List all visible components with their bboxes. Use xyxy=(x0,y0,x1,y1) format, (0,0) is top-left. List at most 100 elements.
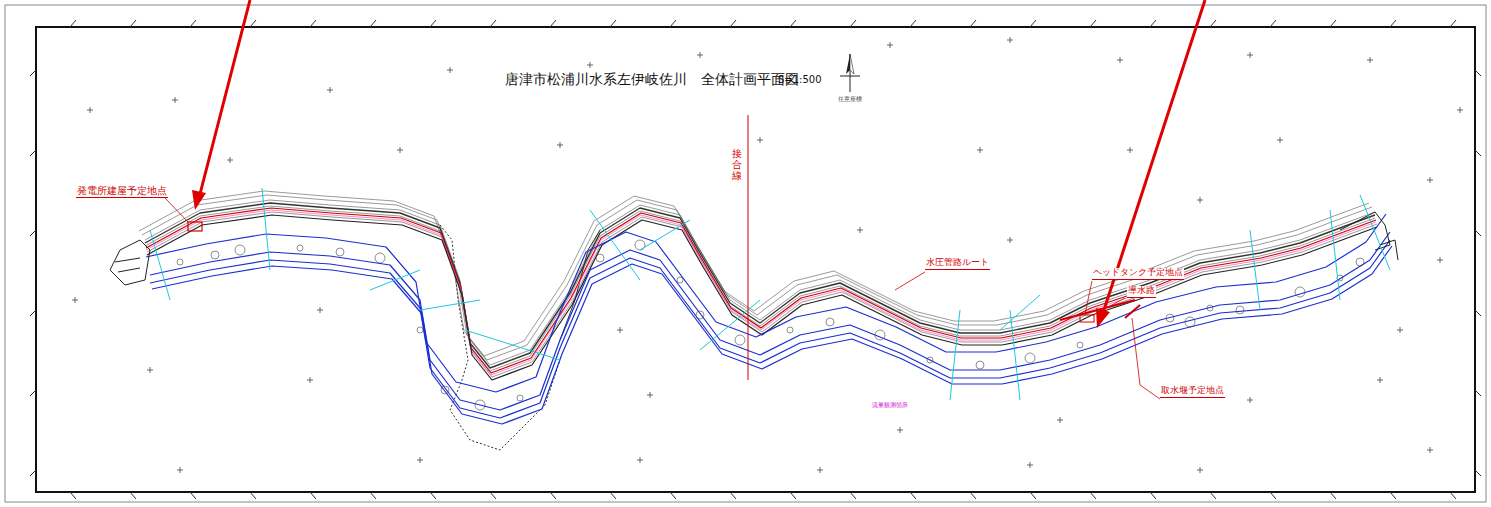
grid-crosses xyxy=(72,37,1463,473)
tick xyxy=(1210,492,1216,499)
drawing-title: 唐津市松浦川水系左伊岐佐川 全体計画平面図 xyxy=(505,72,799,87)
tick xyxy=(370,20,376,27)
tick xyxy=(1475,150,1481,156)
tick xyxy=(70,492,76,499)
scale-label: S=1:500 xyxy=(778,74,822,85)
rock xyxy=(417,327,423,333)
observation-label: 流量観測箇所 xyxy=(872,402,908,409)
tick xyxy=(1090,492,1096,499)
rock xyxy=(1295,287,1305,297)
tick xyxy=(790,492,796,499)
site-label: ヘッドタンク予定地点 xyxy=(1092,268,1184,280)
section-line xyxy=(590,210,640,280)
terrain-outline xyxy=(440,225,600,450)
tick xyxy=(910,492,916,499)
grid-cross xyxy=(1280,137,1281,143)
coordinate-note: 任意座標 xyxy=(838,96,862,103)
tick xyxy=(1030,492,1036,499)
intake-weir xyxy=(1125,305,1140,318)
site-label: 取水堰予定地点 xyxy=(1160,386,1225,398)
tick xyxy=(730,492,736,499)
section-line xyxy=(1010,310,1020,400)
tick xyxy=(1450,492,1456,499)
grid-cross xyxy=(1380,377,1381,383)
grid-cross xyxy=(560,142,561,148)
rock xyxy=(696,311,704,319)
tick xyxy=(30,310,36,316)
grid-cross xyxy=(90,107,91,113)
grid-cross xyxy=(1400,327,1401,333)
tick xyxy=(70,20,76,27)
tick xyxy=(730,20,736,27)
grid-cross xyxy=(700,52,701,58)
rock xyxy=(596,254,604,262)
grid-cross xyxy=(650,392,651,398)
frame-border xyxy=(36,27,1475,492)
grid-cross xyxy=(1440,257,1441,263)
tick xyxy=(490,20,496,27)
grid-cross xyxy=(760,137,761,143)
head-tank-site xyxy=(1080,315,1094,322)
junction-label: 接合線 xyxy=(732,148,742,181)
junction-line xyxy=(748,115,749,380)
rock xyxy=(635,240,645,250)
pointer-arrows xyxy=(192,0,1205,328)
tick xyxy=(130,20,136,27)
tick xyxy=(190,492,196,499)
grid-cross xyxy=(420,457,421,463)
rock xyxy=(976,361,984,369)
powerhouse-site xyxy=(188,222,202,231)
rock xyxy=(177,259,183,265)
rock xyxy=(735,335,745,345)
rock xyxy=(297,245,303,251)
rock xyxy=(677,277,683,283)
tick xyxy=(1475,70,1481,76)
tick xyxy=(30,70,36,76)
site-label: 発電所建屋予定地点 xyxy=(76,185,168,198)
grid-cross xyxy=(175,97,176,103)
frame-ticks xyxy=(30,20,1481,499)
section-line xyxy=(150,230,170,300)
grid-cross xyxy=(1030,462,1031,468)
grid-cross xyxy=(1430,447,1431,453)
section-line xyxy=(1360,195,1390,270)
tick xyxy=(310,492,316,499)
tick xyxy=(670,492,676,499)
tick xyxy=(550,20,556,27)
north-arrow xyxy=(840,54,860,92)
grid-cross xyxy=(1200,197,1201,203)
grid-cross xyxy=(1130,147,1131,153)
tick xyxy=(1030,20,1036,27)
grid-cross xyxy=(1060,417,1061,423)
section-lines xyxy=(150,188,1390,400)
tick xyxy=(1090,20,1096,27)
tick xyxy=(670,20,676,27)
tick xyxy=(1475,230,1481,236)
tick xyxy=(490,492,496,499)
section-line xyxy=(640,220,690,250)
rock xyxy=(475,400,485,410)
rock xyxy=(336,248,344,256)
tick xyxy=(790,20,796,27)
grid-cross xyxy=(820,467,821,473)
channel-label: 導水路 xyxy=(1127,286,1156,298)
grid-cross xyxy=(620,327,621,333)
tick xyxy=(30,150,36,156)
rock xyxy=(235,245,245,255)
tick xyxy=(970,20,976,27)
route-lines xyxy=(145,203,1377,380)
grid-cross xyxy=(400,147,401,153)
grid-cross xyxy=(900,427,901,433)
rock xyxy=(1077,342,1083,348)
grid-cross xyxy=(1010,37,1011,43)
tick xyxy=(190,20,196,27)
tick xyxy=(970,492,976,499)
tick xyxy=(1475,390,1481,396)
tick xyxy=(1270,20,1276,27)
rock xyxy=(1166,314,1174,322)
route-label: 水圧管路ルート xyxy=(925,258,990,270)
grid-cross xyxy=(1370,57,1371,63)
river xyxy=(146,214,1392,424)
tick xyxy=(850,20,856,27)
structures xyxy=(110,212,1398,285)
